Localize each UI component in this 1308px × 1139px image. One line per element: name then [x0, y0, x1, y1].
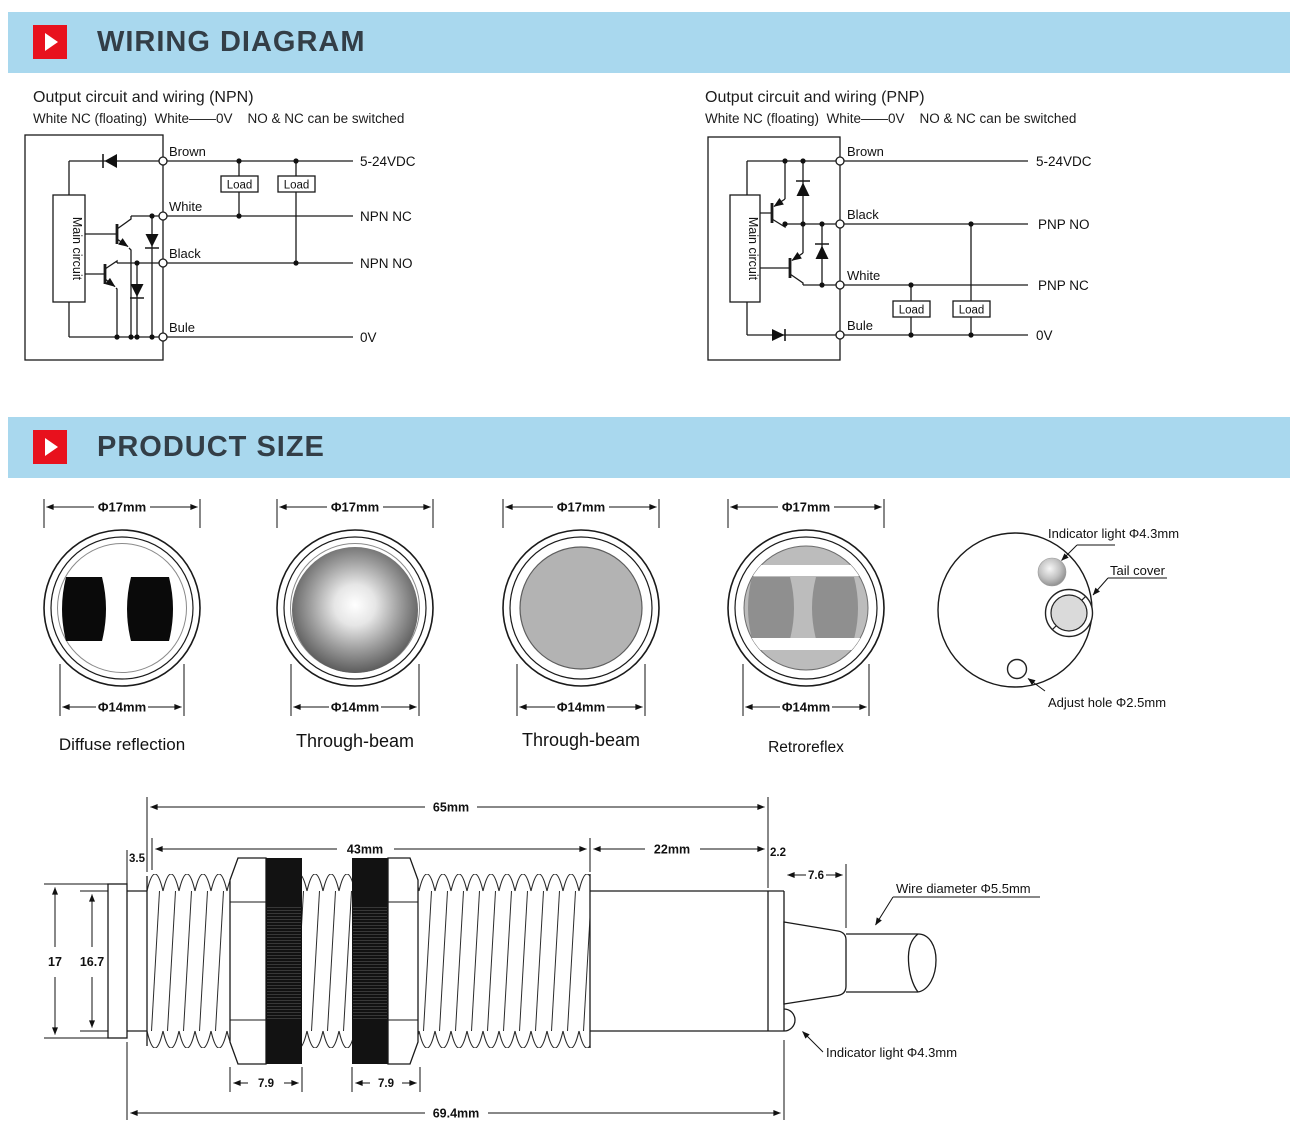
- side-indicator-label: Indicator light Φ4.3mm: [826, 1045, 957, 1060]
- pnp-wire-blue: Bule: [847, 318, 873, 333]
- pnp-main-circuit: Main circuit: [746, 217, 760, 281]
- npn-out-nc: NPN NC: [360, 209, 412, 224]
- product-size-drawings: Φ17mm Φ14mm Diffuse reflection Φ17mm Φ14…: [43, 499, 1179, 1121]
- npn-terminals: [158, 156, 168, 342]
- dim-inner-1: Φ14mm: [98, 700, 146, 715]
- npn-wire-brown: Brown: [169, 144, 206, 159]
- pnp-terminals: [835, 156, 845, 340]
- npn-wire-blue: Bule: [169, 320, 195, 335]
- npn-load-2: Load: [284, 180, 310, 192]
- wiring-diagram-banner: WIRING DIAGRAM: [8, 12, 1290, 73]
- npn-title: Output circuit and wiring (NPN): [33, 89, 254, 106]
- npn-out-gnd: 0V: [360, 330, 377, 345]
- dim-69-4: 69.4mm: [433, 1107, 480, 1121]
- pnp-out-power: 5-24VDC: [1036, 154, 1092, 169]
- npn-main-circuit: Main circuit: [70, 217, 84, 281]
- dim-65: 65mm: [433, 801, 469, 815]
- wire-diameter-label: Wire diameter Φ5.5mm: [896, 881, 1031, 896]
- npn-wire-black: Black: [169, 246, 201, 261]
- section-title-product: PRODUCT SIZE: [97, 431, 325, 463]
- pnp-diodes: [772, 158, 974, 341]
- dim-inner-4: Φ14mm: [782, 700, 830, 715]
- npn-out-power: 5-24VDC: [360, 154, 416, 169]
- pnp-circuit-diagram: Brown Black White Bule 5-24VDC PNP NO PN…: [707, 136, 1092, 361]
- view-label-tb1: Through-beam: [296, 731, 414, 751]
- pnp-wires: [707, 136, 1028, 361]
- back-view: Indicator light Φ4.3mm Tail cover Adjust…: [937, 526, 1179, 710]
- dim-16-7: 16.7: [80, 955, 104, 969]
- pnp-wire-white: White: [847, 268, 880, 283]
- indicator-light-label: Indicator light Φ4.3mm: [1048, 526, 1179, 541]
- indicator-light: [1037, 557, 1067, 587]
- adjust-hole-label: Adjust hole Φ2.5mm: [1048, 695, 1166, 710]
- dim-7-6: 7.6: [808, 870, 824, 882]
- front-view-diffuse: Φ17mm Φ14mm Diffuse reflection: [43, 499, 201, 754]
- dim-2-2: 2.2: [770, 847, 786, 859]
- npn-circuit-diagram: Brown White Black Bule 5-24VDC NPN NC NP…: [24, 134, 416, 361]
- dim-outer-4: Φ17mm: [782, 500, 830, 515]
- dim-nut-1: 7.9: [258, 1078, 274, 1090]
- side-view: 65mm 43mm 22mm 2.2 7.6 3.5 17 16.7 7.9 7…: [44, 797, 1040, 1121]
- dim-43: 43mm: [347, 843, 383, 857]
- pnp-subtitle: White NC (floating) White——0V NO & NC ca…: [705, 111, 1077, 126]
- front-view-throughbeam-1: Φ17mm Φ14mm Through-beam: [276, 499, 434, 751]
- view-label-retro: Retroreflex: [768, 739, 844, 756]
- hex-nuts: [229, 857, 419, 1065]
- dim-outer-3: Φ17mm: [557, 500, 605, 515]
- tail-cover: [1044, 588, 1094, 638]
- play-icon: [33, 25, 67, 59]
- npn-out-no: NPN NO: [360, 256, 413, 271]
- play-triangle-icon: [45, 33, 58, 51]
- front-view-throughbeam-2: Φ17mm Φ14mm Through-beam: [502, 499, 660, 750]
- play-icon-2: [33, 430, 67, 464]
- pnp-wire-black: Black: [847, 207, 879, 222]
- side-dim-lines: [44, 797, 1040, 1120]
- section-title-wiring: WIRING DIAGRAM: [97, 26, 366, 58]
- npn-diodes: [104, 154, 299, 340]
- view-label-diffuse: Diffuse reflection: [59, 735, 185, 754]
- dim-17: 17: [48, 955, 62, 969]
- dim-inner-2: Φ14mm: [331, 700, 379, 715]
- dim-inner-3: Φ14mm: [557, 700, 605, 715]
- dim-3-5: 3.5: [129, 853, 146, 865]
- product-size-banner: PRODUCT SIZE: [8, 417, 1290, 478]
- dim-outer-2: Φ17mm: [331, 500, 379, 515]
- front-view-retroreflex: Φ17mm Φ14mm Retroreflex: [727, 499, 885, 756]
- pnp-out-gnd: 0V: [1036, 328, 1053, 343]
- pnp-load-1: Load: [899, 305, 925, 317]
- pnp-wire-brown: Brown: [847, 144, 884, 159]
- view-label-tb2: Through-beam: [522, 730, 640, 750]
- npn-subtitle: White NC (floating) White——0V NO & NC ca…: [33, 111, 405, 126]
- pnp-out-no: PNP NO: [1038, 217, 1090, 232]
- npn-wire-white: White: [169, 199, 202, 214]
- play-triangle-icon-2: [45, 438, 58, 456]
- dim-outer-1: Φ17mm: [98, 500, 146, 515]
- npn-load-1: Load: [227, 180, 253, 192]
- adjust-hole: [1006, 658, 1028, 680]
- dim-22: 22mm: [654, 843, 690, 857]
- pnp-out-nc: PNP NC: [1038, 278, 1089, 293]
- pnp-load-2: Load: [959, 305, 985, 317]
- dim-nut-2: 7.9: [378, 1078, 394, 1090]
- pnp-title: Output circuit and wiring (PNP): [705, 89, 925, 106]
- tail-cover-label: Tail cover: [1110, 563, 1166, 578]
